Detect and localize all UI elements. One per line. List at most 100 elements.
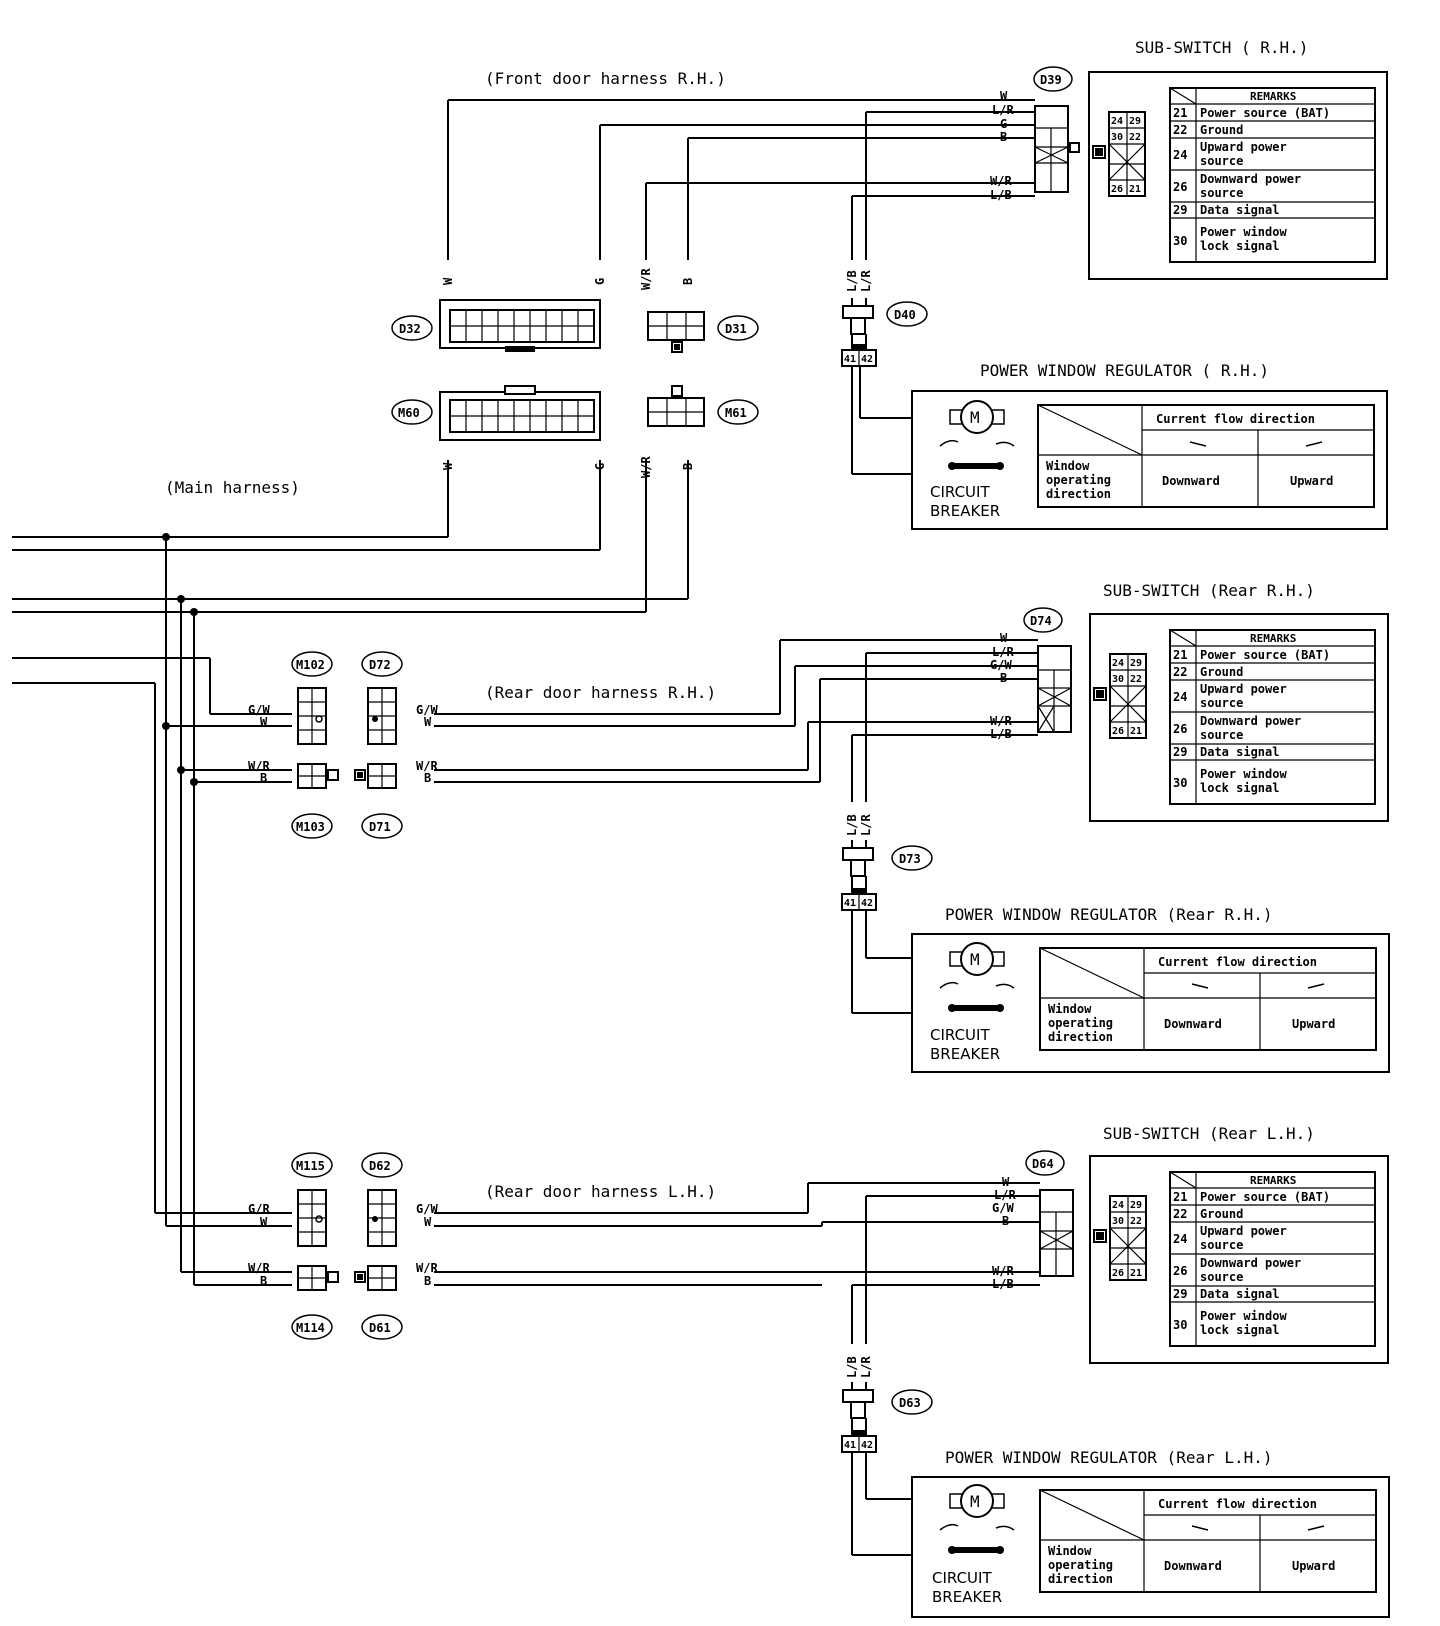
svg-text:Power window: Power window bbox=[1200, 1309, 1287, 1323]
svg-text:L/B: L/B bbox=[845, 1356, 859, 1378]
svg-text:B: B bbox=[1002, 1214, 1009, 1228]
svg-text:29: 29 bbox=[1173, 203, 1187, 217]
svg-text:operating: operating bbox=[1048, 1558, 1113, 1572]
svg-text:source: source bbox=[1200, 728, 1243, 742]
svg-text:B: B bbox=[424, 1274, 431, 1288]
svg-text:source: source bbox=[1200, 696, 1243, 710]
svg-text:W: W bbox=[260, 715, 268, 729]
svg-text:26: 26 bbox=[1173, 722, 1187, 736]
svg-text:29: 29 bbox=[1130, 658, 1142, 669]
svg-text:CIRCUIT: CIRCUIT bbox=[930, 483, 990, 501]
svg-text:M114: M114 bbox=[296, 1321, 325, 1335]
svg-text:22: 22 bbox=[1129, 132, 1141, 143]
connector-d63: D63 41 42 bbox=[841, 1389, 933, 1453]
svg-text:CIRCUIT: CIRCUIT bbox=[930, 1026, 990, 1044]
front-rh-wire-labels: W L/R G B W/R L/B W G W/R B L/B L/R W G … bbox=[441, 89, 1014, 478]
svg-text:Power window: Power window bbox=[1200, 225, 1287, 239]
svg-text:W/R: W/R bbox=[248, 759, 270, 773]
svg-text:Power source (BAT): Power source (BAT) bbox=[1200, 1190, 1330, 1204]
front-door-harness-label: (Front door harness R.H.) bbox=[485, 69, 726, 88]
svg-text:Ground: Ground bbox=[1200, 1207, 1243, 1221]
svg-text:W: W bbox=[424, 1215, 432, 1229]
svg-text:41: 41 bbox=[844, 898, 856, 909]
svg-text:29: 29 bbox=[1173, 745, 1187, 759]
svg-text:30: 30 bbox=[1112, 674, 1124, 685]
svg-text:42: 42 bbox=[861, 1440, 873, 1451]
svg-text:W: W bbox=[1002, 1175, 1010, 1189]
svg-text:W/R: W/R bbox=[990, 714, 1012, 728]
svg-text:W/R: W/R bbox=[416, 1261, 438, 1275]
svg-text:Current flow direction: Current flow direction bbox=[1158, 1497, 1317, 1511]
svg-text:30: 30 bbox=[1173, 1318, 1187, 1332]
svg-text:30: 30 bbox=[1173, 234, 1187, 248]
svg-text:L/B: L/B bbox=[845, 270, 859, 292]
svg-text:D32: D32 bbox=[399, 322, 421, 336]
svg-text:direction: direction bbox=[1048, 1572, 1113, 1586]
svg-text:Downward: Downward bbox=[1164, 1017, 1222, 1031]
svg-text:source: source bbox=[1200, 1238, 1243, 1252]
svg-text:26: 26 bbox=[1173, 1264, 1187, 1278]
svg-text:Downward power: Downward power bbox=[1200, 172, 1301, 186]
svg-text:B: B bbox=[681, 463, 695, 470]
subswitch-rear-lh: SUB-SWITCH (Rear L.H.) 24 29 30 22 26 21… bbox=[1089, 1124, 1389, 1364]
regulator-rear-rh: POWER WINDOW REGULATOR (Rear R.H.) M CIR… bbox=[911, 905, 1390, 1073]
svg-text:21: 21 bbox=[1129, 184, 1141, 195]
svg-text:Current flow direction: Current flow direction bbox=[1158, 955, 1317, 969]
svg-text:D63: D63 bbox=[899, 1396, 921, 1410]
svg-text:Upward: Upward bbox=[1292, 1559, 1335, 1573]
svg-text:M115: M115 bbox=[296, 1159, 325, 1173]
svg-text:22: 22 bbox=[1173, 123, 1187, 137]
svg-text:W/R: W/R bbox=[990, 174, 1012, 188]
svg-text:L/R: L/R bbox=[859, 270, 873, 292]
svg-text:D74: D74 bbox=[1030, 614, 1052, 628]
svg-text:W/R: W/R bbox=[639, 268, 653, 290]
svg-text:lock signal: lock signal bbox=[1200, 1323, 1279, 1337]
svg-text:W: W bbox=[424, 715, 432, 729]
svg-text:26: 26 bbox=[1173, 180, 1187, 194]
svg-text:26: 26 bbox=[1112, 726, 1124, 737]
svg-text:W: W bbox=[1000, 631, 1008, 645]
svg-text:G: G bbox=[1000, 117, 1007, 131]
svg-text:G: G bbox=[593, 463, 607, 470]
svg-text:42: 42 bbox=[861, 354, 873, 365]
svg-text:G/W: G/W bbox=[990, 658, 1012, 672]
svg-text:W/R: W/R bbox=[639, 456, 653, 478]
connector-d71: D71 bbox=[354, 763, 403, 839]
connector-d73: D73 41 42 bbox=[841, 845, 933, 911]
svg-text:D73: D73 bbox=[899, 852, 921, 866]
svg-text:Upward: Upward bbox=[1292, 1017, 1335, 1031]
svg-text:W: W bbox=[441, 462, 455, 470]
svg-text:24: 24 bbox=[1111, 116, 1123, 127]
svg-text:24: 24 bbox=[1173, 148, 1187, 162]
regulator-front-rh: POWER WINDOW REGULATOR ( R.H.) M CIRCUIT… bbox=[911, 361, 1388, 530]
svg-text:21: 21 bbox=[1130, 726, 1142, 737]
svg-text:G: G bbox=[593, 278, 607, 285]
connector-m114: M114 bbox=[291, 1265, 339, 1340]
svg-text:24: 24 bbox=[1173, 690, 1187, 704]
svg-text:Upward power: Upward power bbox=[1200, 140, 1287, 154]
svg-text:D31: D31 bbox=[725, 322, 747, 336]
svg-text:M102: M102 bbox=[296, 658, 325, 672]
connector-d61: D61 bbox=[354, 1265, 403, 1340]
svg-text:POWER WINDOW REGULATOR (Rear: POWER WINDOW REGULATOR (Rear L.H.) bbox=[945, 1448, 1273, 1467]
svg-text:L/R: L/R bbox=[992, 645, 1014, 659]
svg-text:L/R: L/R bbox=[992, 103, 1014, 117]
svg-text:B: B bbox=[681, 278, 695, 285]
main-harness-label: (Main harness) bbox=[165, 478, 300, 497]
svg-text:W/R: W/R bbox=[248, 1261, 270, 1275]
svg-text:BREAKER: BREAKER bbox=[930, 502, 1000, 520]
svg-text:Downward: Downward bbox=[1164, 1559, 1222, 1573]
svg-text:29: 29 bbox=[1173, 1287, 1187, 1301]
svg-text:lock signal: lock signal bbox=[1200, 239, 1279, 253]
svg-text:W/R: W/R bbox=[992, 1264, 1014, 1278]
connector-m61: M61 bbox=[647, 385, 759, 427]
svg-text:REMARKS: REMARKS bbox=[1250, 90, 1296, 103]
svg-text:22: 22 bbox=[1173, 665, 1187, 679]
svg-text:M: M bbox=[970, 1492, 980, 1511]
connector-m102: M102 bbox=[291, 651, 333, 745]
svg-text:G/W: G/W bbox=[416, 703, 438, 717]
svg-text:direction: direction bbox=[1048, 1030, 1113, 1044]
svg-text:Power source (BAT): Power source (BAT) bbox=[1200, 106, 1330, 120]
svg-text:Data signal: Data signal bbox=[1200, 203, 1279, 217]
